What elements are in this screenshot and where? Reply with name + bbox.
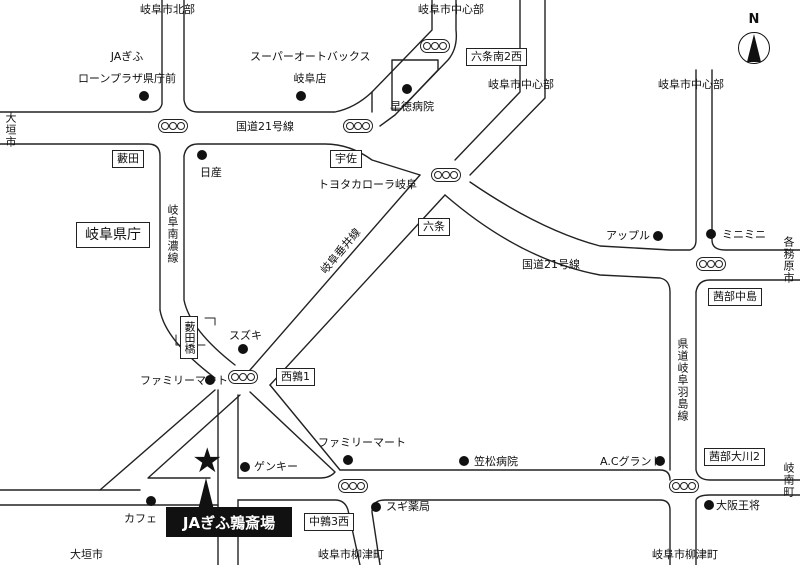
- traffic-signal-icon: [669, 479, 699, 493]
- dir-north: 岐阜市北部: [140, 3, 195, 16]
- gifu-tarui-upper: [249, 174, 421, 371]
- intersection-kanabe-okawa: 茜部大川2: [704, 448, 765, 466]
- north-compass: N: [734, 12, 774, 70]
- intersection-naka-uzura: 中鶉3西: [304, 513, 354, 531]
- hayatoku-block: [391, 59, 439, 111]
- south-road-b: [237, 391, 336, 479]
- traffic-signal-icon: [696, 257, 726, 271]
- destination-arrow-icon: [198, 478, 214, 510]
- venue-label: JAぎふ鶉斎場: [166, 507, 292, 537]
- traffic-signal-icon: [420, 39, 450, 53]
- intersection-usa: 宇佐: [330, 150, 362, 168]
- intersection-rokujo-minami: 六条南2西: [466, 48, 527, 66]
- landmark-dot: [238, 344, 248, 354]
- landmark-gifu-pref-office: 岐阜県庁: [76, 222, 150, 248]
- dir-yanaizu-right: 岐阜市柳津町: [652, 548, 718, 561]
- route21-east-bottom-b: [695, 279, 800, 293]
- intersection-nishi-uzura: 西鶉1: [276, 368, 315, 386]
- landmark-ja-loan-line2: ローンプラザ県庁前: [77, 72, 177, 85]
- landmark-ja-loan-line1: JAぎふ: [110, 50, 144, 63]
- landmark-toyota: トヨタカローラ岐阜: [318, 178, 417, 191]
- landmark-dot: [146, 496, 156, 506]
- landmark-superautobacs-line1: スーパーオートバックス: [250, 50, 371, 63]
- landmark-familymart-2: ファミリーマート: [318, 436, 406, 449]
- landmark-dot: [655, 456, 665, 466]
- traffic-signal-icon: [343, 119, 373, 133]
- landmark-dot: [343, 455, 353, 465]
- intersection-rokujo: 六条: [418, 218, 450, 236]
- landmark-osaka-osho: 大阪王将: [716, 499, 760, 512]
- traffic-signal-icon: [158, 119, 188, 133]
- road-yabuta-bridge: 藪田橋: [180, 316, 198, 359]
- dir-center-top: 岐阜市中心部: [418, 3, 484, 16]
- landmark-nissan: 日産: [200, 166, 222, 179]
- route21-east-top-b: [711, 69, 800, 251]
- landmark-apple: アップル: [606, 229, 650, 242]
- rokujo-ne-road-b: [469, 0, 546, 176]
- landmark-dot: [704, 500, 714, 510]
- traffic-signal-icon: [228, 370, 258, 384]
- road-kendou-hashima: 県道岐阜羽島線: [676, 338, 689, 422]
- landmark-dot: [197, 150, 207, 160]
- route21-east-bottom: [444, 194, 671, 471]
- landmark-dot: [402, 84, 412, 94]
- landmark-ac-grand: A.Cグランド: [600, 455, 663, 468]
- road-route21-west: 国道21号線: [236, 120, 294, 133]
- landmark-cafe: カフェ: [124, 512, 157, 525]
- landmark-dot: [459, 456, 469, 466]
- right-vertical-b: [695, 494, 800, 565]
- landmark-dot: [653, 231, 663, 241]
- dir-ogaki-west: 大垣市: [4, 112, 17, 148]
- right-vertical: [695, 291, 800, 481]
- dir-ginan: 岐南町: [782, 462, 795, 498]
- traffic-signal-icon: [431, 168, 461, 182]
- landmark-dot: [139, 91, 149, 101]
- rokujo-ne-road: [454, 0, 521, 161]
- southwest-road-b: [147, 394, 241, 479]
- road-gifu-nannou: 岐阜南濃線: [166, 204, 179, 264]
- route21-west-top: [0, 0, 163, 113]
- route21-west-bottom: [0, 143, 161, 311]
- landmark-suzuki: スズキ: [229, 329, 262, 342]
- north-arrow-icon: [747, 34, 761, 62]
- landmark-genky: ゲンキー: [254, 460, 298, 473]
- road-route21-east: 国道21号線: [522, 258, 580, 271]
- landmark-dot: [296, 91, 306, 101]
- dir-center-mid: 岐阜市中心部: [488, 78, 554, 91]
- gifu-tarui-lower: [269, 194, 446, 386]
- intersection-kanabe-nakashima: 茜部中島: [708, 288, 762, 306]
- landmark-hayatoku: 早徳病院: [390, 100, 434, 113]
- bottom-road-bottom: [237, 499, 361, 565]
- route21-east-top: [469, 69, 697, 251]
- north-label: N: [748, 12, 760, 27]
- dir-kakamigahara: 各務原市: [782, 236, 795, 284]
- intersection-yabuta: 藪田: [112, 150, 144, 168]
- dir-center-right: 岐阜市中心部: [658, 78, 724, 91]
- dir-ogaki-bottom: 大垣市: [70, 548, 103, 561]
- landmark-sugi: スギ薬局: [386, 500, 430, 513]
- bottom-road-west: [0, 489, 219, 506]
- landmark-superautobacs-line2: 岐阜店: [293, 72, 327, 85]
- bottom-road-top: [269, 384, 671, 481]
- landmark-dot: [205, 375, 215, 385]
- compass-ring: [738, 32, 770, 64]
- bridge-bracket-2: [204, 317, 216, 326]
- rokujo-minami-road: [371, 0, 458, 127]
- landmark-miniminis: ミニミニ: [722, 228, 766, 241]
- landmark-dot: [371, 502, 381, 512]
- landmark-dot: [706, 229, 716, 239]
- dir-yanaizu-bottom: 岐阜市柳津町: [318, 548, 384, 561]
- landmark-kasamatsu: 笠松病院: [474, 455, 518, 468]
- route21-mid-bottom: [183, 143, 421, 176]
- southwest-road-a: [99, 389, 216, 491]
- destination-star-icon: ★: [192, 441, 223, 481]
- traffic-signal-icon: [338, 479, 368, 493]
- route21-west-top-b: [183, 0, 433, 113]
- landmark-dot: [240, 462, 250, 472]
